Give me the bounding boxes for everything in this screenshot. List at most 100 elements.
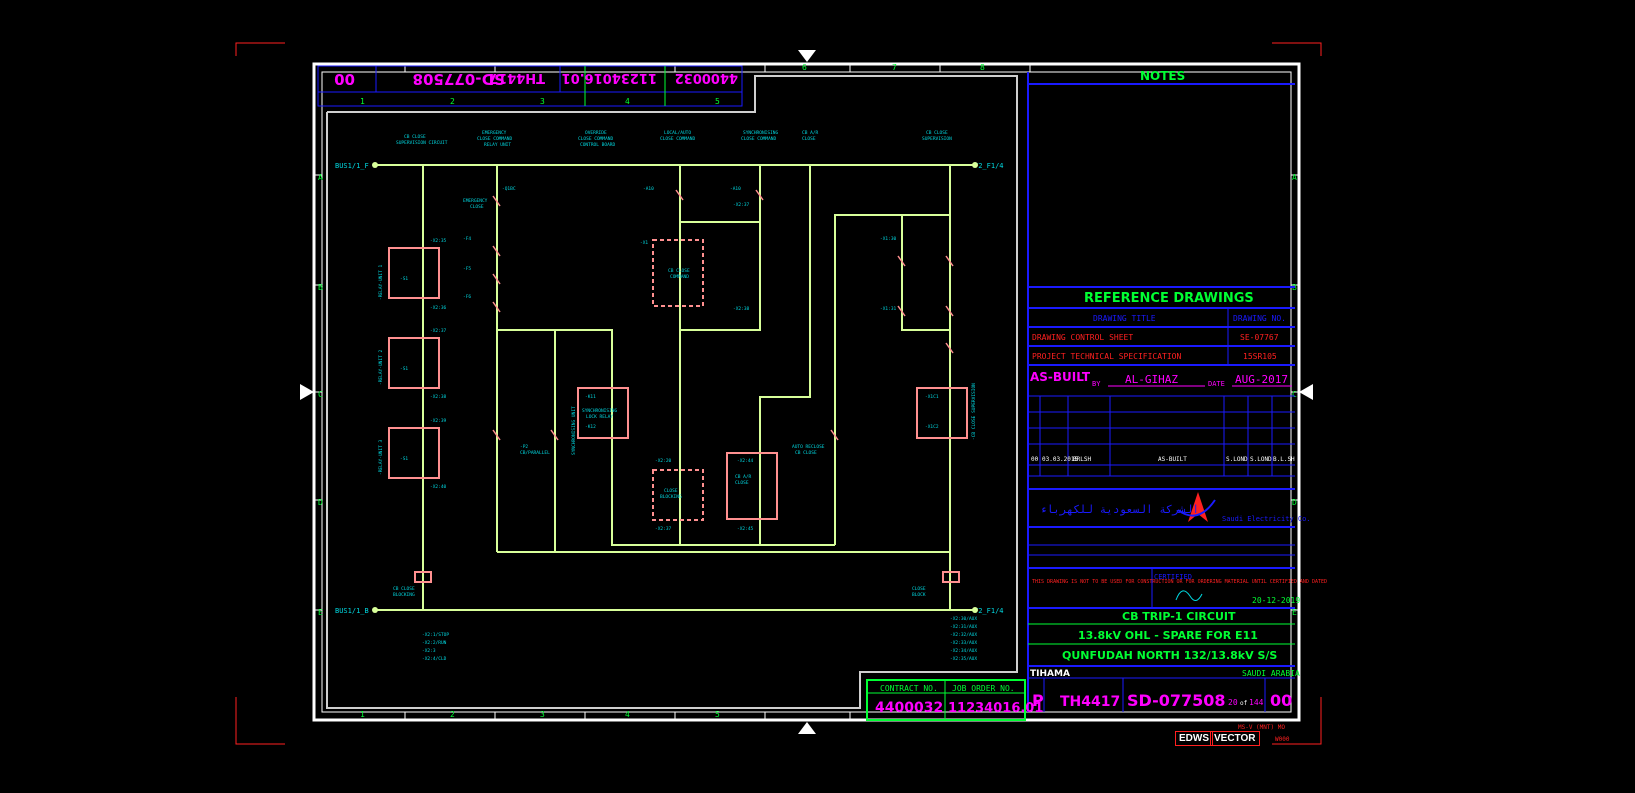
svg-text:-X2:34/AUX: -X2:34/AUX bbox=[950, 648, 977, 654]
svg-text:-X1:31: -X1:31 bbox=[880, 306, 897, 312]
bus-terminals bbox=[372, 162, 978, 613]
certified-signature bbox=[1175, 590, 1203, 601]
svg-text:-X2:2/RUN: -X2:2/RUN bbox=[422, 640, 447, 646]
svg-text:1: 1 bbox=[360, 97, 365, 106]
svg-text:-X2:30/AUX: -X2:30/AUX bbox=[950, 616, 977, 622]
as-built-by-label: BY bbox=[1092, 380, 1101, 388]
reference-row-1-no: SE-07767 bbox=[1240, 333, 1279, 342]
svg-text:BLOCKING: BLOCKING bbox=[393, 592, 415, 598]
svg-text:-X1C1: -X1C1 bbox=[925, 394, 939, 400]
bus-labels: BUS1/1_F F2_F1/4 BUS1/1_B F2_F1/4 bbox=[335, 162, 1004, 615]
svg-text:CLOSE COMMAND: CLOSE COMMAND bbox=[741, 136, 777, 142]
svg-text:-X2:38: -X2:38 bbox=[733, 306, 750, 312]
bus-left-bottom: BUS1/1_B bbox=[335, 607, 369, 615]
svg-text:E: E bbox=[1292, 608, 1297, 617]
svg-text:A: A bbox=[318, 173, 323, 182]
svg-text:OVERRIDE: OVERRIDE bbox=[585, 130, 607, 136]
svg-text:B: B bbox=[318, 283, 323, 292]
svg-text:3: 3 bbox=[540, 710, 545, 719]
svg-text:B.L.SH: B.L.SH bbox=[1273, 456, 1295, 463]
job-order-label: JOB ORDER NO. bbox=[952, 684, 1015, 693]
svg-text:1: 1 bbox=[360, 710, 365, 719]
svg-text:CLOSE: CLOSE bbox=[735, 480, 749, 486]
notes-heading: NOTES bbox=[1140, 69, 1185, 83]
svg-text:SYNCHRONISING: SYNCHRONISING bbox=[743, 130, 779, 136]
company-name-en: Saudi Electricity Co. bbox=[1222, 515, 1311, 523]
title-line-2: 13.8kV OHL - SPARE FOR E11 bbox=[1078, 629, 1258, 642]
svg-text:C: C bbox=[1292, 390, 1297, 399]
svg-text:SYNCHRONISING UNIT: SYNCHRONISING UNIT bbox=[571, 406, 577, 455]
svg-text:A: A bbox=[1292, 173, 1297, 182]
relay-boxes bbox=[388, 239, 968, 583]
certified-label: CERTIFIED bbox=[1154, 573, 1192, 581]
svg-text:-X2:20: -X2:20 bbox=[655, 458, 672, 464]
as-built-by: AL-GIHAZ bbox=[1125, 373, 1178, 386]
svg-text:C: C bbox=[318, 390, 323, 399]
svg-text:-S1: -S1 bbox=[400, 276, 408, 282]
top-strip-drawing-no: SD-077508 bbox=[413, 70, 505, 88]
svg-text:CLOSE COMMAND: CLOSE COMMAND bbox=[578, 136, 614, 142]
svg-text:CB CLOSE: CB CLOSE bbox=[926, 130, 948, 136]
svg-text:-X2:31/AUX: -X2:31/AUX bbox=[950, 624, 977, 630]
svg-text:5: 5 bbox=[715, 97, 720, 106]
svg-text:-X2:36: -X2:36 bbox=[430, 305, 447, 311]
svg-text:SYNCHRONISING: SYNCHRONISING bbox=[582, 408, 618, 414]
svg-text:E: E bbox=[318, 608, 323, 617]
as-built-date-label: DATE bbox=[1208, 380, 1225, 388]
svg-text:CB CLOSE: CB CLOSE bbox=[668, 268, 690, 274]
svg-text:-A10: -A10 bbox=[643, 186, 654, 192]
svg-text:D: D bbox=[318, 498, 323, 507]
contract-block: CONTRACT NO. JOB ORDER NO. 4400032 11234… bbox=[866, 679, 1043, 721]
svg-text:CLOSE COMMAND: CLOSE COMMAND bbox=[477, 136, 513, 142]
svg-text:-X2:33/AUX: -X2:33/AUX bbox=[950, 640, 977, 646]
svg-text:4: 4 bbox=[625, 710, 630, 719]
drawing-index: P bbox=[1032, 691, 1044, 710]
top-title-strip: 00 SD-077508 TH4417 11234016.01 4400032 bbox=[317, 65, 743, 107]
svg-text:CB A/R: CB A/R bbox=[735, 474, 752, 480]
svg-text:-X2:45: -X2:45 bbox=[737, 526, 754, 532]
svg-text:-X2:38: -X2:38 bbox=[430, 394, 447, 400]
svg-text:CB/PARALLEL: CB/PARALLEL bbox=[520, 450, 550, 456]
reference-row-1-title: DRAWING CONTROL SHEET bbox=[1032, 333, 1133, 342]
svg-text:LOCAL/AUTO: LOCAL/AUTO bbox=[664, 130, 691, 136]
svg-text:EMERGENCY: EMERGENCY bbox=[482, 130, 507, 136]
drawing-no: SD-077508 bbox=[1127, 691, 1226, 710]
svg-text:-A10: -A10 bbox=[730, 186, 741, 192]
title-line-3: QUNFUDAH NORTH 132/13.8kV S/S bbox=[1062, 649, 1277, 662]
top-strip-rev: 00 bbox=[334, 70, 355, 88]
svg-text:6: 6 bbox=[802, 63, 807, 72]
svg-text:SUPERVISION: SUPERVISION bbox=[922, 136, 952, 142]
svg-text:-X2:37: -X2:37 bbox=[430, 328, 447, 334]
svg-text:CLOSE: CLOSE bbox=[802, 136, 816, 142]
svg-text:2: 2 bbox=[450, 710, 455, 719]
svg-text:-X2:32/AUX: -X2:32/AUX bbox=[950, 632, 977, 638]
svg-text:5: 5 bbox=[715, 710, 720, 719]
corner-stamp-top: MS-V (MNT) MO bbox=[1238, 724, 1285, 731]
svg-text:3: 3 bbox=[540, 97, 545, 106]
revision-row: 00 03.03.2015 BRLSH AS-BUILT S.LOND S.LO… bbox=[1031, 456, 1295, 463]
svg-text:-RELAY-UNIT 1: -RELAY-UNIT 1 bbox=[378, 264, 384, 300]
reference-row-2-no: 15SR105 bbox=[1243, 352, 1277, 361]
svg-text:BRLSH: BRLSH bbox=[1073, 456, 1091, 463]
country-name: SAUDI ARABIA bbox=[1242, 669, 1300, 678]
crop-marks bbox=[235, 42, 1322, 745]
svg-text:2: 2 bbox=[450, 97, 455, 106]
svg-text:EMERGENCY: EMERGENCY bbox=[463, 198, 488, 204]
sheet-no: 20 bbox=[1228, 698, 1238, 707]
area-name: TIHAMA bbox=[1030, 669, 1070, 679]
svg-text:-X2:4/CLD: -X2:4/CLD bbox=[422, 656, 447, 662]
as-built-date: AUG-2017 bbox=[1235, 373, 1288, 386]
svg-text:-X2:37: -X2:37 bbox=[655, 526, 672, 532]
svg-text:D: D bbox=[1292, 498, 1297, 507]
svg-text:-F5: -F5 bbox=[463, 266, 471, 272]
svg-text:8: 8 bbox=[980, 63, 985, 72]
svg-text:-RELAY-UNIT 2: -RELAY-UNIT 2 bbox=[378, 349, 384, 385]
switch-contacts bbox=[492, 189, 954, 441]
svg-text:-X2:40: -X2:40 bbox=[430, 484, 447, 490]
contract-no: 4400032 bbox=[875, 700, 943, 716]
svg-text:S.LOND: S.LOND bbox=[1250, 456, 1272, 463]
certified-warning: THIS DRAWING IS NOT TO BE USED FOR CONST… bbox=[1032, 579, 1327, 585]
top-strip-plant-no: TH4417 bbox=[489, 70, 545, 85]
